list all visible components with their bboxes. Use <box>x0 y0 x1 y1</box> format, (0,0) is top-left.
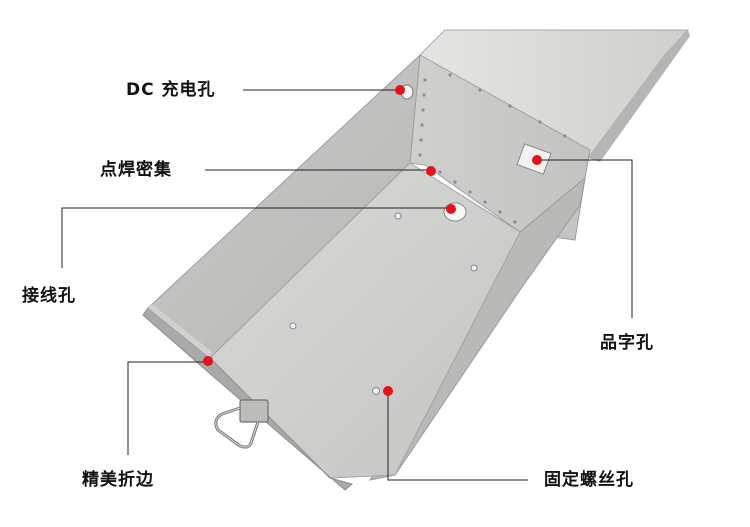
label-pin-hole: 品字孔 <box>600 333 654 353</box>
label-screw-hole: 固定螺丝孔 <box>544 470 634 490</box>
label-wiring-hole: 接线孔 <box>22 286 76 306</box>
folded-rim <box>142 307 354 491</box>
floor-hole-4 <box>372 387 380 395</box>
label-folded-edge: 精美折边 <box>82 470 154 490</box>
box-floor <box>209 162 521 479</box>
lid-edge <box>588 30 690 162</box>
marker-edge <box>203 356 213 366</box>
floor-hole-2 <box>470 264 478 272</box>
leader-edge <box>127 361 208 455</box>
floor-hole-1 <box>394 212 402 220</box>
callout-markers <box>203 85 542 396</box>
floor-hole-3 <box>289 322 297 330</box>
leader-wire <box>61 207 450 268</box>
label-spot-weld: 点焊密集 <box>100 160 172 180</box>
marker-pin <box>532 155 542 165</box>
marker-weld <box>426 166 436 176</box>
label-dc-charging-hole: DC 充电孔 <box>126 80 216 100</box>
leader-screw <box>387 391 528 481</box>
latch <box>214 399 269 449</box>
marker-wire <box>446 204 456 214</box>
weld-seam <box>418 73 567 224</box>
marker-screw <box>383 386 393 396</box>
marker-dc <box>395 85 405 95</box>
leader-lines <box>61 89 633 481</box>
leader-pin <box>538 159 633 318</box>
rim-top <box>148 304 212 358</box>
